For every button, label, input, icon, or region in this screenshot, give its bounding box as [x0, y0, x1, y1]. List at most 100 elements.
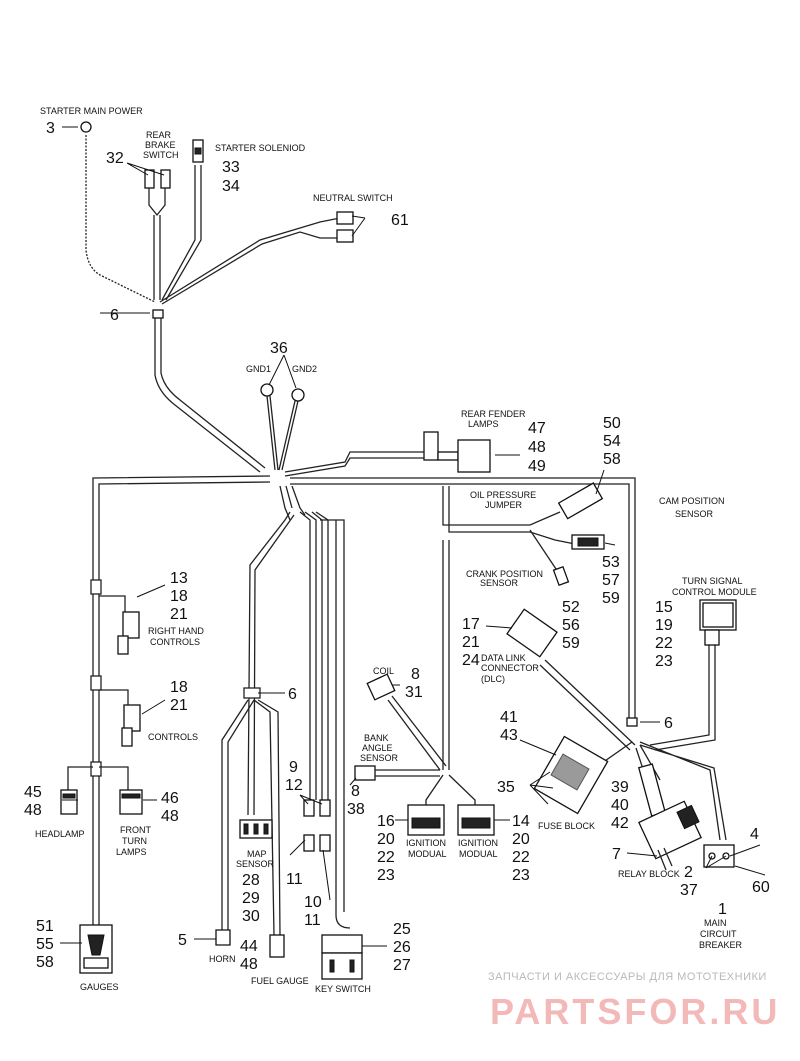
- label-ignition-2a: IGNITION: [458, 838, 498, 848]
- callout: 29: [242, 890, 260, 907]
- callout: 6: [288, 686, 297, 703]
- callout: 25: [393, 921, 411, 938]
- label-cam-position-2: SENSOR: [675, 509, 714, 519]
- callout: 19: [655, 617, 673, 634]
- gauges-connector: [79, 924, 113, 974]
- label-neutral-switch: NEUTRAL SWITCH: [313, 193, 393, 203]
- label-relay-block: RELAY BLOCK: [618, 869, 680, 879]
- callout: 23: [512, 867, 530, 884]
- callout: 10: [304, 894, 322, 911]
- harness-clip: [152, 309, 164, 319]
- callout: 35: [497, 779, 515, 796]
- callout: 7: [612, 846, 621, 863]
- label-rear-brake-3: SWITCH: [143, 150, 179, 160]
- label-rear-brake-2: BRAKE: [145, 140, 176, 150]
- relay-block: [635, 744, 702, 871]
- neutral-switch: [159, 211, 354, 305]
- callout: 48: [161, 808, 179, 825]
- callout: 53: [602, 554, 620, 571]
- callout: 36: [270, 340, 288, 357]
- key-switch: [321, 934, 363, 980]
- callout: 41: [500, 709, 518, 726]
- label-main-breaker-2: CIRCUIT: [700, 929, 737, 939]
- label-turn-signal-1: TURN SIGNAL: [682, 576, 743, 586]
- callout: 54: [603, 433, 621, 450]
- label-dlc-2: CONNECTOR: [481, 663, 539, 673]
- callout: 61: [391, 212, 409, 229]
- label-bank-angle-3: SENSOR: [360, 753, 399, 763]
- callout: 58: [603, 451, 621, 468]
- label-rear-brake-1: REAR: [146, 130, 172, 140]
- callout: 22: [377, 849, 395, 866]
- callout: 48: [528, 439, 546, 456]
- callout: 20: [512, 831, 530, 848]
- callout: 1: [718, 901, 727, 918]
- label-ignition-1b: MODUAL: [408, 849, 447, 859]
- callout: 21: [170, 697, 188, 714]
- callout: 42: [611, 815, 629, 832]
- callout: 20: [377, 831, 395, 848]
- callout: 34: [222, 178, 240, 195]
- label-crank-position-1: CRANK POSITION: [466, 569, 543, 579]
- oil-pressure-jumper: [557, 482, 604, 520]
- label-front-turn-1: FRONT: [120, 825, 151, 835]
- callout: 43: [500, 727, 518, 744]
- watermark-logo: PARTSFOR.RU: [490, 991, 780, 1032]
- callout: 9: [289, 759, 298, 776]
- label-fuel-gauge: FUEL GAUGE: [251, 976, 309, 986]
- callout: 18: [170, 588, 188, 605]
- callout-numbers: 3 32 33 34 61 6 36 47 48 49 50 54 58 53 …: [24, 120, 770, 974]
- callout: 49: [528, 458, 546, 475]
- callout: 60: [752, 879, 770, 896]
- bank-angle-sensor: [354, 765, 440, 781]
- label-oil-pressure-2: JUMPER: [485, 500, 523, 510]
- callout: 21: [462, 634, 480, 651]
- callout: 5: [178, 932, 187, 949]
- label-rear-fender-2: LAMPS: [468, 419, 499, 429]
- callout: 15: [655, 599, 673, 616]
- label-ignition-1a: IGNITION: [406, 838, 446, 848]
- callout: 38: [347, 801, 365, 818]
- upper-harness: [80, 121, 491, 477]
- label-fuse-block: FUSE BLOCK: [538, 821, 595, 831]
- callout: 6: [110, 307, 119, 324]
- front-harness: [60, 475, 636, 974]
- label-gnd1: GND1: [246, 364, 271, 374]
- callout: 24: [462, 652, 480, 669]
- callout: 51: [36, 918, 54, 935]
- watermark: ЗАПЧАСТИ И АКСЕССУАРЫ ДЛЯ МОТОТЕХНИКИ PA…: [488, 971, 780, 1032]
- callout: 2: [684, 864, 693, 881]
- callout: 44: [240, 938, 258, 955]
- crank-position-sensor: [552, 565, 570, 587]
- label-rear-fender-1: REAR FENDER: [461, 409, 526, 419]
- callout: 16: [377, 813, 395, 830]
- fuel-gauge-connector: [269, 934, 285, 958]
- rear-fender-lamps: [284, 431, 491, 477]
- label-main-breaker-3: BREAKER: [699, 940, 743, 950]
- callout: 32: [106, 150, 124, 167]
- starter-ring-terminal: [80, 121, 92, 133]
- callout: 28: [242, 872, 260, 889]
- label-right-hand-2: CONTROLS: [150, 637, 200, 647]
- starter-solenoid-terminal: [161, 139, 204, 301]
- label-oil-pressure-1: OIL PRESSURE: [470, 490, 536, 500]
- label-map-sensor-1: MAP: [247, 849, 267, 859]
- label-gauges: GAUGES: [80, 982, 119, 992]
- callout: 8: [351, 783, 360, 800]
- label-controls: CONTROLS: [148, 732, 198, 742]
- callout: 47: [528, 420, 546, 437]
- callout: 23: [377, 867, 395, 884]
- label-dlc-1: DATA LINK: [481, 653, 526, 663]
- label-ignition-2b: MODUAL: [459, 849, 498, 859]
- callout: 45: [24, 784, 42, 801]
- callout: 30: [242, 908, 260, 925]
- callout: 8: [411, 666, 420, 683]
- leader-lines: [60, 126, 766, 947]
- label-crank-position-2: SENSOR: [480, 578, 519, 588]
- fuse-block: [533, 735, 633, 815]
- callout: 48: [240, 956, 258, 973]
- right-harness: [354, 482, 737, 871]
- callout: 31: [405, 684, 423, 701]
- label-key-switch: KEY SWITCH: [315, 984, 371, 994]
